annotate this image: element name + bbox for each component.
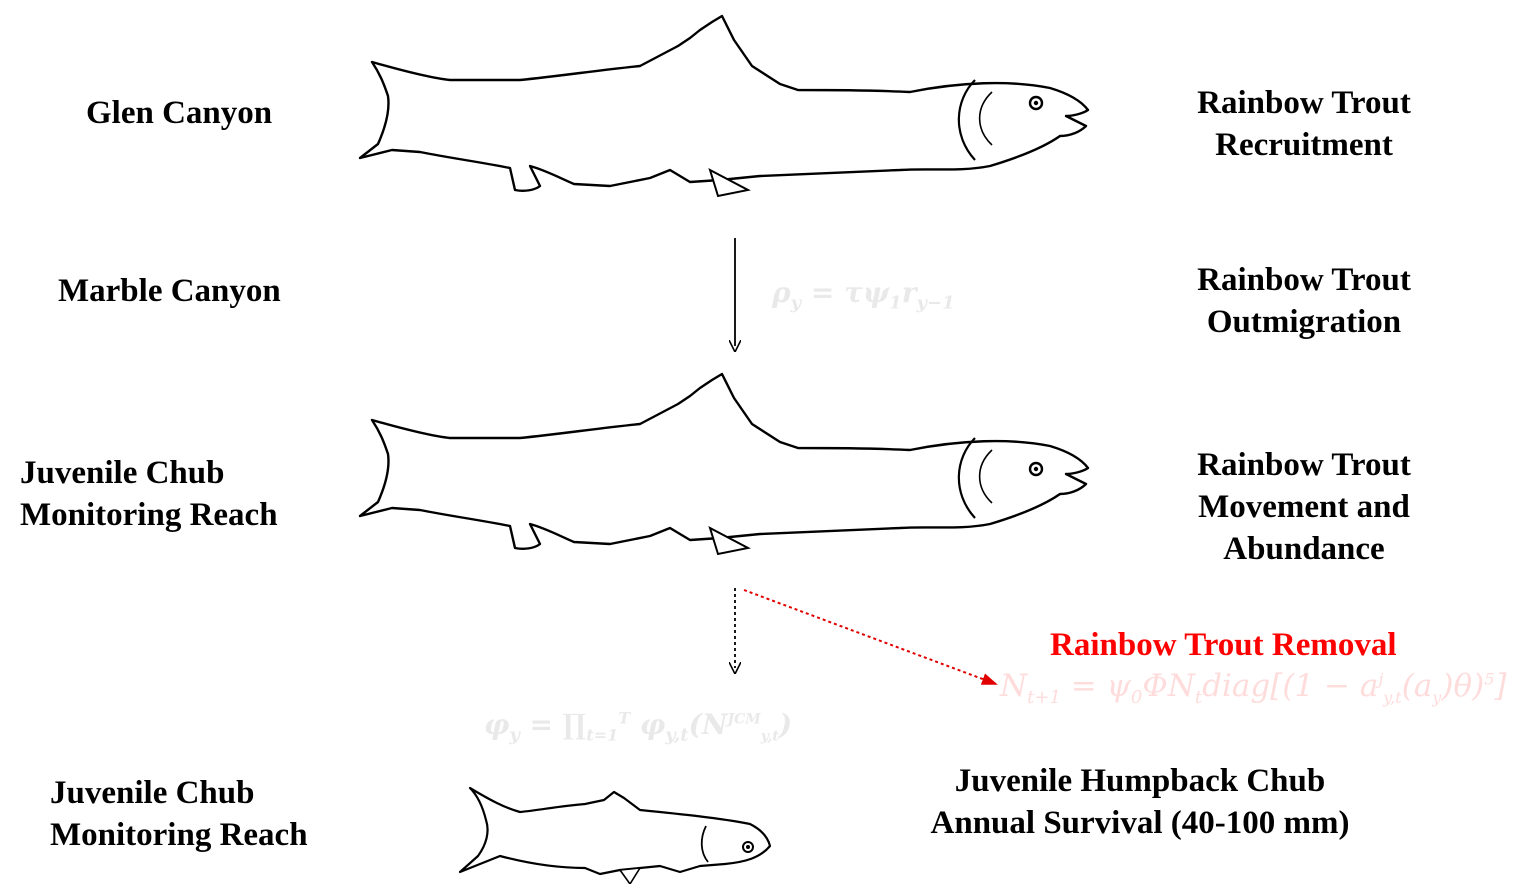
label-marble-canyon: Marble Canyon [58,270,281,312]
label-jcm-reach-1-line2: Monitoring Reach [20,494,278,536]
label-jcm-reach-2: Juvenile Chub Monitoring Reach [50,772,308,856]
label-movement-abundance: Rainbow Trout Movement and Abundance [1166,444,1442,570]
label-glen-canyon: Glen Canyon [86,92,272,134]
label-chub-survival-line1: Juvenile Humpback Chub [880,760,1400,802]
label-jcm-reach-2-line1: Juvenile Chub [50,772,308,814]
humpback-chub-icon [460,788,770,884]
label-jcm-reach-1: Juvenile Chub Monitoring Reach [20,452,278,536]
label-recruitment-line1: Rainbow Trout [1166,82,1442,124]
label-movement-line3: Abundance [1166,528,1442,570]
label-chub-survival: Juvenile Humpback Chub Annual Survival (… [880,760,1400,844]
label-outmigration-line2: Outmigration [1166,301,1442,343]
rainbow-trout-icon [360,16,1088,196]
label-chub-survival-line2: Annual Survival (40-100 mm) [880,802,1400,844]
label-movement-line1: Rainbow Trout [1166,444,1442,486]
rainbow-trout-icon [360,374,1088,554]
label-recruitment: Rainbow Trout Recruitment [1166,82,1442,166]
label-movement-line2: Movement and [1166,486,1442,528]
label-recruitment-line2: Recruitment [1166,124,1442,166]
label-trout-removal: Rainbow Trout Removal [1050,624,1397,666]
removal-arrow [744,590,996,684]
label-jcm-reach-1-line1: Juvenile Chub [20,452,278,494]
label-outmigration-line1: Rainbow Trout [1166,259,1442,301]
label-jcm-reach-2-line2: Monitoring Reach [50,814,308,856]
label-outmigration: Rainbow Trout Outmigration [1166,259,1442,343]
